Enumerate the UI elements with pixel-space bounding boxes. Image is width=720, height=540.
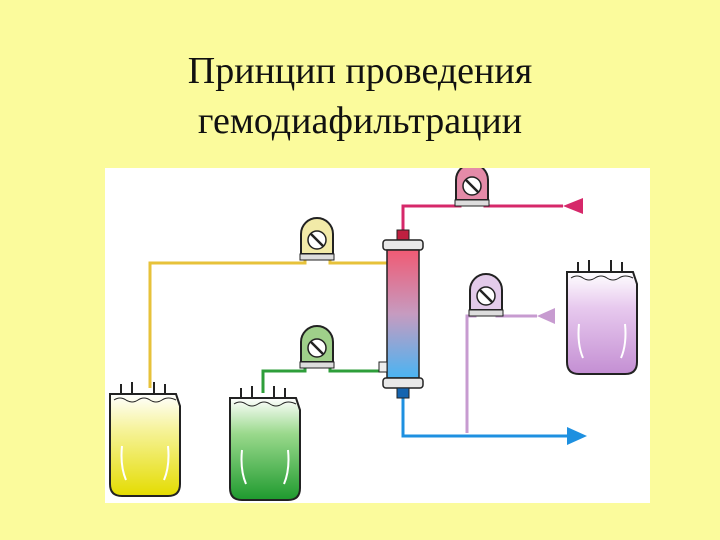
lilac-inflow-arrow-icon xyxy=(537,308,555,324)
hemofilter-icon xyxy=(378,229,424,399)
yellow-pump-icon xyxy=(299,217,335,261)
blue-outflow-arrow-icon xyxy=(567,427,587,445)
lilac-tube xyxy=(465,309,537,433)
title-line-2: гемодиафильтрации xyxy=(197,100,523,142)
yellow-tube xyxy=(148,254,387,388)
hemodiafiltration-diagram xyxy=(105,168,650,503)
green-pump-icon xyxy=(299,325,335,369)
lilac-solution-bag-icon xyxy=(566,260,638,375)
page-title: Принцип проведения гемодиафильтрации xyxy=(0,46,720,146)
title-line-1: Принцип проведения xyxy=(187,50,533,92)
red-outflow-arrow-icon xyxy=(563,198,583,214)
red-pump-icon xyxy=(454,168,490,207)
blue-tube xyxy=(401,398,567,438)
yellow-solution-bag-icon xyxy=(109,382,181,497)
lilac-pump-icon xyxy=(468,273,504,317)
green-solution-bag-icon xyxy=(229,386,301,501)
